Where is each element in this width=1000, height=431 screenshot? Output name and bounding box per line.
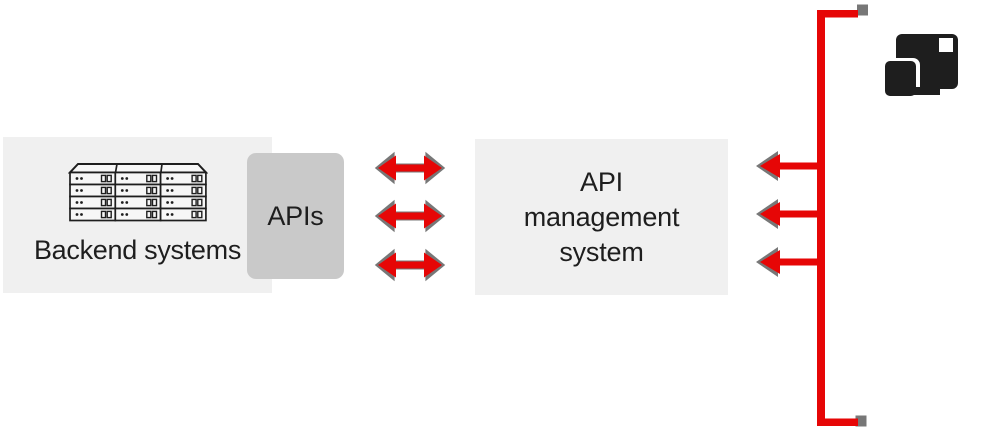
- apis-label: APIs: [267, 200, 324, 231]
- double-arrow-icon: [374, 248, 446, 282]
- apis-box: APIs: [247, 153, 344, 279]
- backend-systems-box: Backend systems: [3, 137, 272, 293]
- backend-systems-label: Backend systems: [33, 235, 242, 265]
- api-management-system-label: API management system: [523, 166, 680, 267]
- consumer-bracket: [756, 4, 868, 427]
- applications-icon: [882, 34, 958, 100]
- double-arrow-icon: [374, 151, 446, 185]
- left-arrow-icon: [760, 154, 825, 274]
- server-rack-icon: [67, 163, 208, 222]
- double-arrow-icon: [374, 199, 446, 233]
- bracket-lines: [817, 10, 858, 426]
- api-management-system-box: API management system: [475, 139, 728, 295]
